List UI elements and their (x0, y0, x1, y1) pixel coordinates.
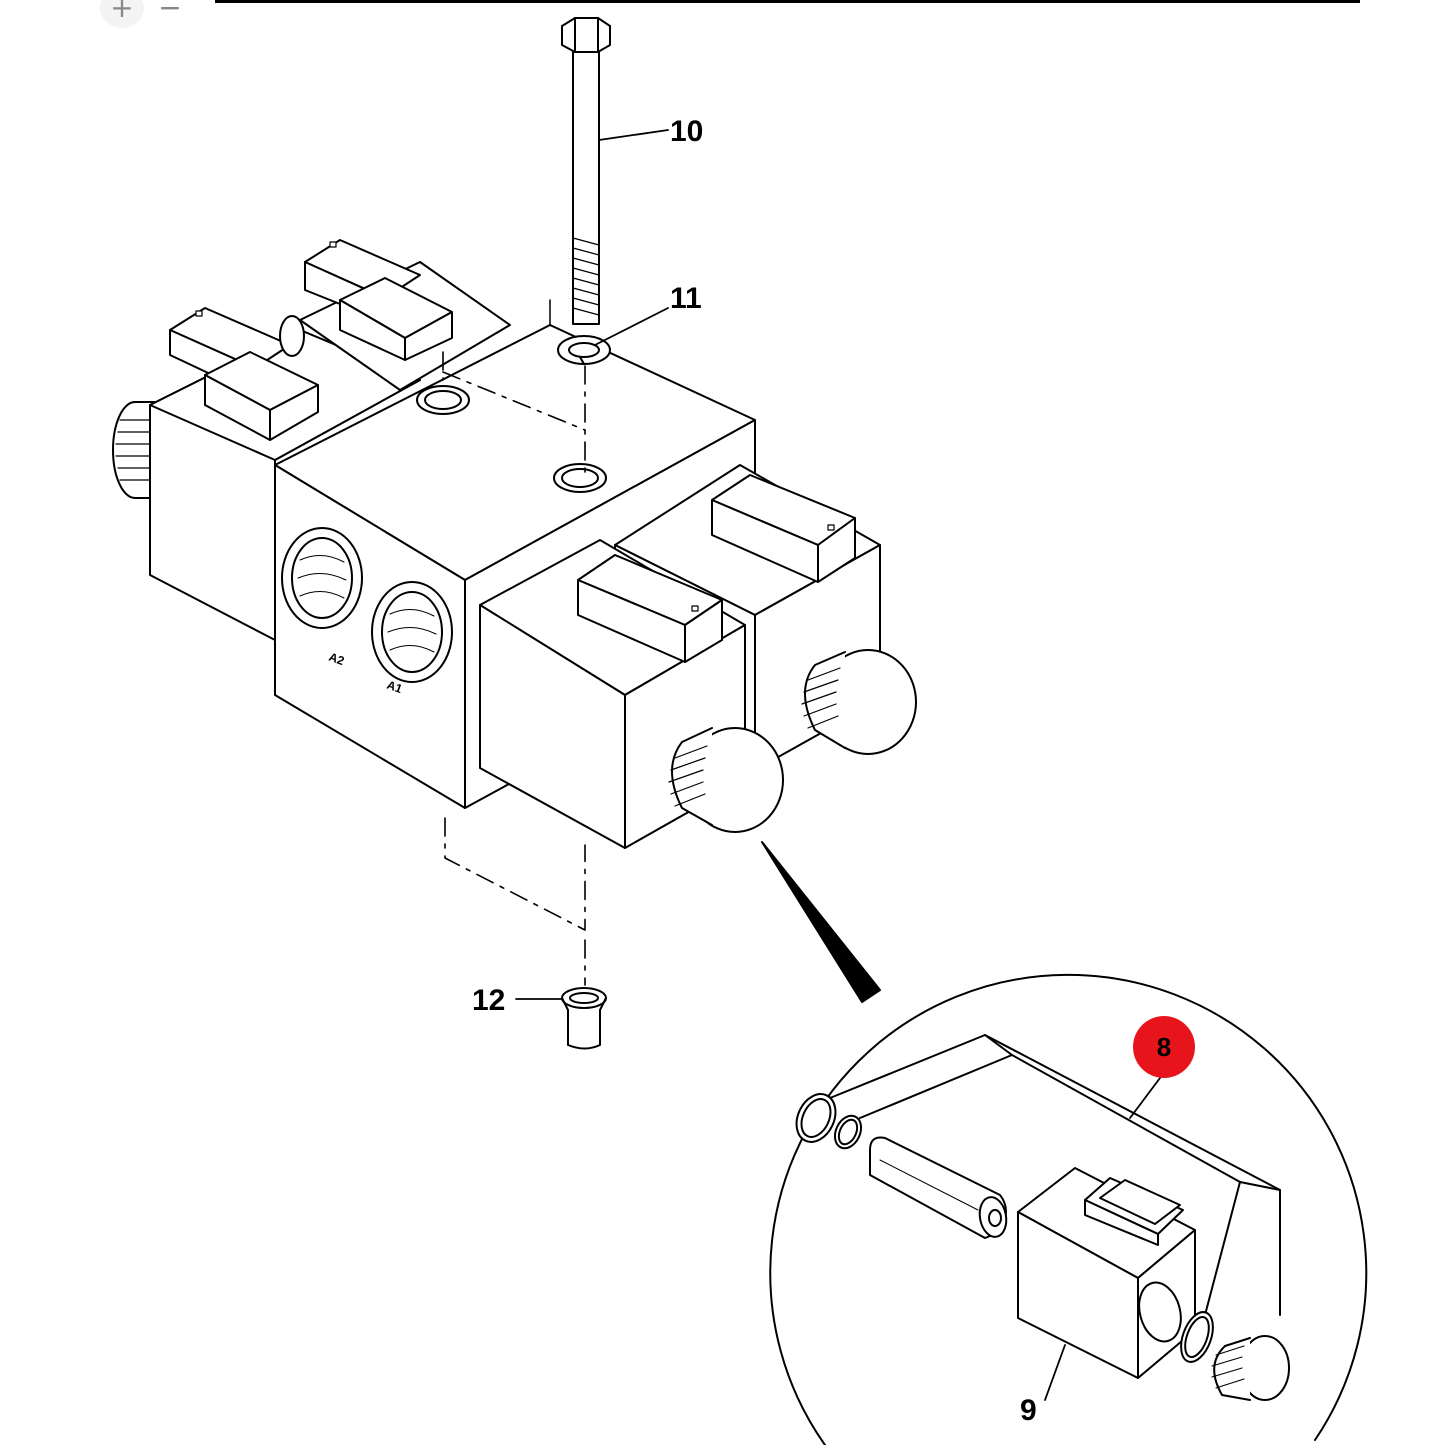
port-label-a1: A1 (385, 678, 405, 697)
bolt (561, 17, 611, 325)
highlight-marker-kit[interactable]: 8 (1133, 1016, 1195, 1078)
front-left-solenoid (479, 539, 784, 849)
callout-washer: 11 (670, 282, 702, 315)
top-rule (215, 0, 1360, 3)
callout-coil: 9 (1020, 1394, 1037, 1427)
rear-left-solenoid (112, 307, 421, 641)
detail-pointer (761, 841, 881, 1003)
lock-washer (557, 335, 611, 365)
zoom-controls: + − (100, 0, 210, 28)
callout-bolt: 10 (670, 115, 703, 148)
callout-kit[interactable]: 8 (1157, 1032, 1171, 1062)
port-label-a2: A2 (327, 650, 347, 669)
highlight-marker-circle[interactable] (1133, 1016, 1195, 1078)
zoom-out-button[interactable]: − (148, 0, 192, 28)
spacer-sleeve (561, 987, 607, 1050)
assembly-guide-lines (442, 351, 586, 986)
rear-right-solenoid (279, 239, 511, 391)
callout-spacer: 12 (472, 984, 505, 1017)
detail-view (769, 973, 1368, 1445)
